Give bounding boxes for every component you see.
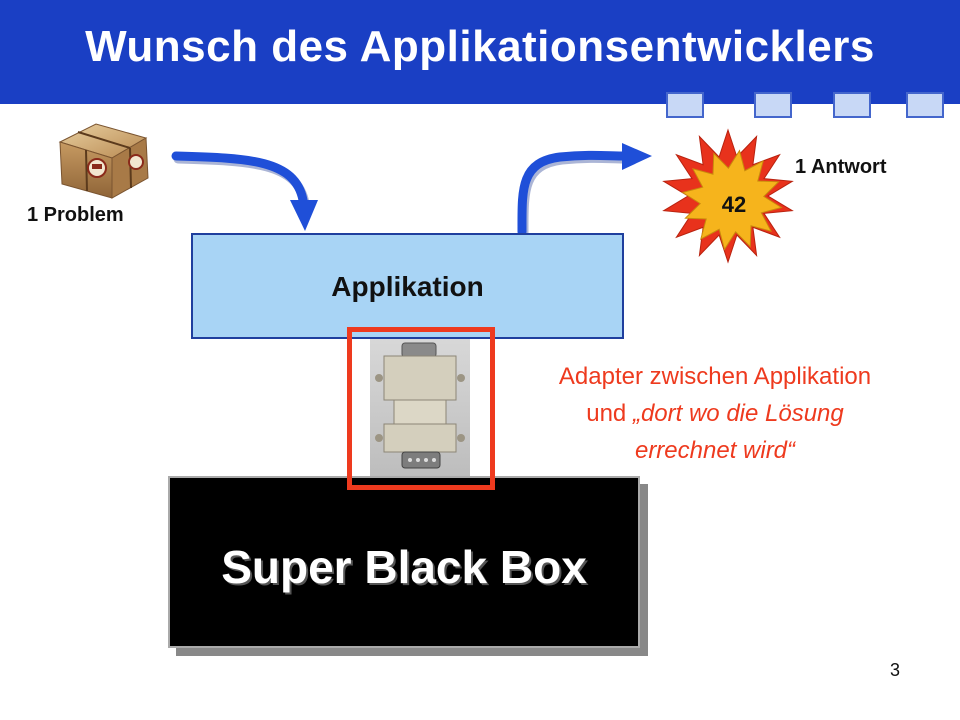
nav-box-2 bbox=[754, 92, 792, 118]
problem-label: 1 Problem bbox=[27, 204, 124, 226]
adapter-caption-line-2-normal: und bbox=[586, 400, 633, 427]
adapter-caption-line-2: und „dort wo die Lösung bbox=[500, 395, 930, 432]
nav-box-1 bbox=[666, 92, 704, 118]
super-black-box: Super Black Box bbox=[168, 476, 640, 648]
package-icon bbox=[58, 123, 149, 199]
black-box-label: Super Black Box bbox=[221, 541, 587, 593]
adapter-caption-line-3: errechnet wird“ bbox=[634, 437, 796, 464]
adapter-highlight-frame bbox=[347, 327, 495, 490]
starburst-inner bbox=[681, 149, 783, 251]
page-number: 3 bbox=[889, 660, 900, 680]
adapter-caption: Adapter zwischen Applikation und „dort w… bbox=[500, 358, 930, 469]
nav-box-4 bbox=[906, 92, 944, 118]
application-label: Applikation bbox=[331, 271, 484, 302]
problem-arrow bbox=[171, 151, 318, 231]
answer-label: 1 Antwort bbox=[795, 156, 887, 178]
slide-title: Wunsch des Applikationsentwicklers bbox=[85, 22, 875, 71]
nav-box-3 bbox=[833, 92, 871, 118]
application-box: Applikation bbox=[191, 233, 624, 339]
answer-arrow bbox=[517, 143, 652, 240]
answer-value: 42 bbox=[721, 192, 747, 217]
serial-adapter-icon bbox=[370, 337, 470, 477]
slide-header: Wunsch des Applikationsentwicklers bbox=[0, 0, 960, 118]
adapter-caption-line-2-italic: „dort wo die Lösung bbox=[632, 400, 844, 427]
starburst-icon bbox=[662, 128, 794, 264]
adapter-caption-line-1: Adapter zwischen Applikation bbox=[558, 363, 872, 390]
